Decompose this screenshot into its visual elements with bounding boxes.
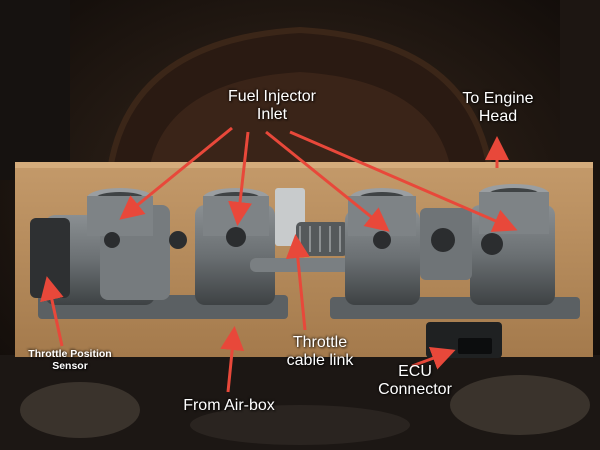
label-from-air-box: From Air-box <box>183 397 275 414</box>
arrow-tps <box>40 276 64 347</box>
label-fuel-injector-inlet: Fuel Injector Inlet <box>227 88 317 124</box>
arrow-ecu <box>411 346 456 370</box>
arrow-cable-link <box>285 234 310 331</box>
arrow-injector-1 <box>119 126 233 220</box>
arrow-air-box <box>220 326 245 393</box>
arrow-injector-2 <box>228 131 252 226</box>
label-ecu-connector: ECU Connector <box>378 363 452 399</box>
label-to-engine-head: To Engine Head <box>462 90 534 126</box>
arrow-injector-4 <box>289 130 518 232</box>
label-throttle-position-sensor: Throttle Position Sensor <box>28 348 112 373</box>
label-throttle-cable-link: Throttle cable link <box>286 334 354 370</box>
annotation-arrows <box>40 126 518 393</box>
arrow-injector-3 <box>265 130 390 232</box>
